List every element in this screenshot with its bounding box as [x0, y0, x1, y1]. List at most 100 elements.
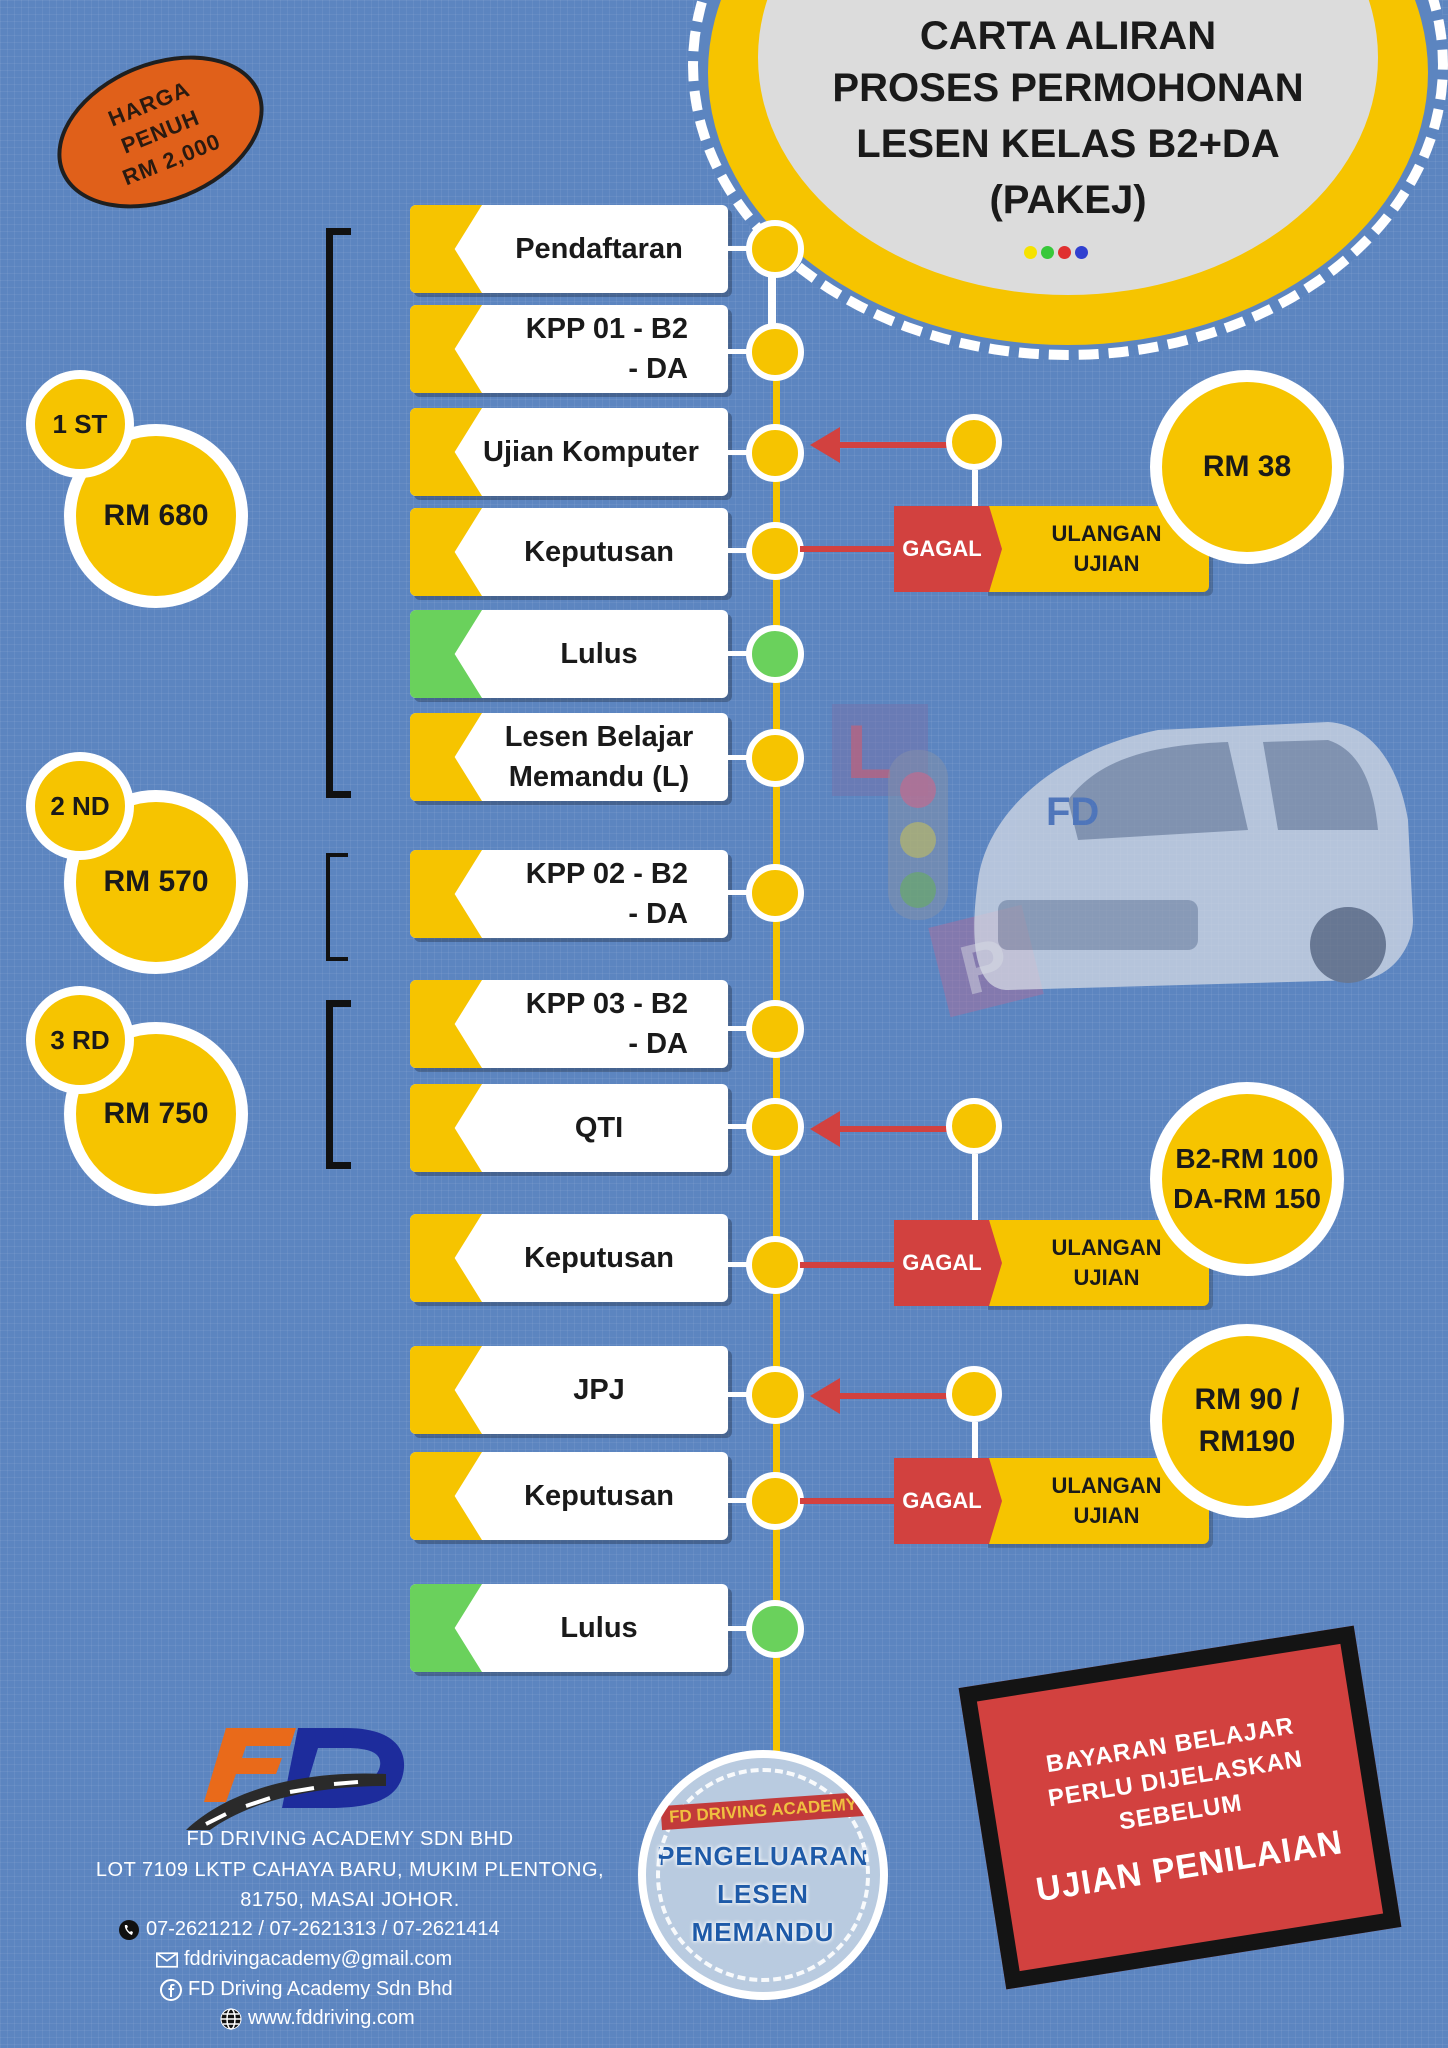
stage-1-ordinal: 1 ST [26, 370, 134, 478]
retest-3-gagal: GAGAL [894, 1458, 1002, 1544]
retest-1-gagal: GAGAL [894, 506, 1002, 592]
step-connector [728, 450, 750, 455]
step-node [746, 1366, 804, 1424]
blue-dot [1075, 246, 1088, 259]
step-connector [728, 755, 750, 760]
step-label-line-1: Lesen Belajar [504, 721, 694, 753]
phone-text[interactable]: 07-2621212 / 07-2621313 / 07-2621414 [146, 1918, 500, 1940]
step-card-kpp01: KPP 01 - B2 - DA [410, 305, 728, 393]
step-card-kpp03: KPP 03 - B2- DA [410, 980, 728, 1068]
step-connector [728, 349, 750, 354]
step-tab [410, 1084, 482, 1172]
step-connector [728, 1392, 750, 1397]
globe-icon [220, 2007, 242, 2030]
step-label-line-2: - DA [628, 353, 688, 385]
flow-spine [773, 380, 780, 1760]
website-text[interactable]: www.fddriving.com [248, 2007, 415, 2029]
retest-2-fee-da: DA-RM 150 [1173, 1183, 1321, 1214]
step-tab-pass [410, 610, 482, 698]
retest-3-stem [972, 1422, 978, 1458]
step-node [746, 220, 804, 278]
final-line-1: PENGELUARAN [657, 1841, 869, 1871]
email-text[interactable]: fddrivingacademy@gmail.com [184, 1948, 453, 1970]
step-card-kpp02: KPP 02 - B2- DA [410, 850, 728, 938]
step-connector [728, 890, 750, 895]
step-label: Pendaftaran [515, 233, 683, 265]
step-tab [410, 205, 482, 293]
full-price-badge: HARGA PENUH RM 2,000 [34, 26, 287, 238]
step-label: Lulus [560, 638, 638, 670]
step-label: Keputusan [524, 1242, 674, 1274]
stage-3-bracket [326, 1000, 351, 1169]
company-address-2: 81750, MASAI JOHOR. [240, 1889, 460, 1911]
phone-icon [118, 1919, 140, 1941]
retest-2-gagal: GAGAL [894, 1220, 1002, 1306]
fd-logo [186, 1722, 416, 1832]
step-card-jpj: JPJ [410, 1346, 728, 1434]
step-tab [410, 980, 482, 1068]
retest-2-arrow-line [838, 1126, 958, 1132]
retest-3-fail-line [800, 1498, 898, 1504]
step-connector [728, 1124, 750, 1129]
academy-sign: FD DRIVING ACADEMY [660, 1791, 866, 1831]
svg-text:FD: FD [1046, 790, 1099, 834]
flow-spine-top [768, 240, 776, 380]
retest-action-line-1: ULANGAN [1051, 521, 1162, 546]
final-line-2: LESEN [717, 1879, 809, 1909]
retest-3-arrow-line [838, 1393, 958, 1399]
retest-3-fee-line-1: RM 90 / [1194, 1383, 1300, 1416]
step-label-line-1: KPP 01 - B2 [525, 313, 688, 345]
retest-2-stem [972, 1154, 978, 1220]
step-label: KPP 01 - B2 - DA [476, 305, 722, 393]
company-phone: 07-2621212 / 07-2621313 / 07-2621414 [118, 1918, 500, 1941]
green-dot [1041, 246, 1054, 259]
car-icon: FD [974, 722, 1413, 990]
step-card-lulus-1: Lulus [410, 610, 728, 698]
step-node [746, 729, 804, 787]
step-connector [728, 651, 750, 656]
step-node [746, 1472, 804, 1530]
note-emphasis: UJIAN PENILAIAN [1033, 1823, 1346, 1910]
title-line-1: CARTA ALIRAN [919, 14, 1217, 58]
step-card-keputusan-1: Keputusan [410, 508, 728, 596]
retest-1-stem [972, 470, 978, 506]
facebook-icon [160, 1978, 182, 2001]
retest-action-line-1: ULANGAN [1051, 1473, 1162, 1498]
step-label: KPP 03 - B2- DA [476, 980, 722, 1068]
car-illustration: L P FD [828, 690, 1418, 1030]
title-color-dots [1024, 246, 1088, 259]
step-label-line-2: - DA [628, 898, 688, 930]
step-tab-pass [410, 1584, 482, 1672]
step-label: JPJ [573, 1374, 625, 1406]
final-line-3: MEMANDU [691, 1917, 835, 1947]
step-tab [410, 305, 482, 393]
step-tab [410, 1346, 482, 1434]
retest-3-fee-line-2: RM190 [1198, 1425, 1296, 1458]
company-name: FD DRIVING ACADEMY SDN BHD [186, 1828, 514, 1850]
step-tab [410, 508, 482, 596]
retest-action-line-2: UJIAN [1073, 1503, 1140, 1528]
stage-1-bracket [326, 228, 351, 798]
title-line-3: LESEN KELAS B2+DA [856, 122, 1280, 166]
step-tab [410, 1452, 482, 1540]
company-facebook: FD Driving Academy Sdn Bhd [160, 1978, 453, 2001]
mail-icon [156, 1949, 178, 1971]
step-connector [728, 1026, 750, 1031]
step-label-line-2: Memandu (L) [508, 761, 690, 793]
payment-note: BAYARAN BELAJAR PERLU DIJELASKAN SEBELUM… [958, 1625, 1402, 1990]
retest-2-node [946, 1098, 1002, 1154]
facebook-text[interactable]: FD Driving Academy Sdn Bhd [188, 1978, 453, 2000]
step-node-pass [746, 1600, 804, 1658]
step-connector [728, 1262, 750, 1267]
step-label: KPP 02 - B2- DA [476, 850, 722, 938]
step-connector [728, 246, 750, 251]
retest-1-arrow-line [838, 442, 958, 448]
retest-3-branch: ULANGAN UJIAN GAGAL [894, 1458, 1209, 1544]
stage-2-ordinal: 2 ND [26, 752, 134, 860]
stage-2-bracket [326, 853, 348, 961]
step-card-pendaftaran: Pendaftaran [410, 205, 728, 293]
